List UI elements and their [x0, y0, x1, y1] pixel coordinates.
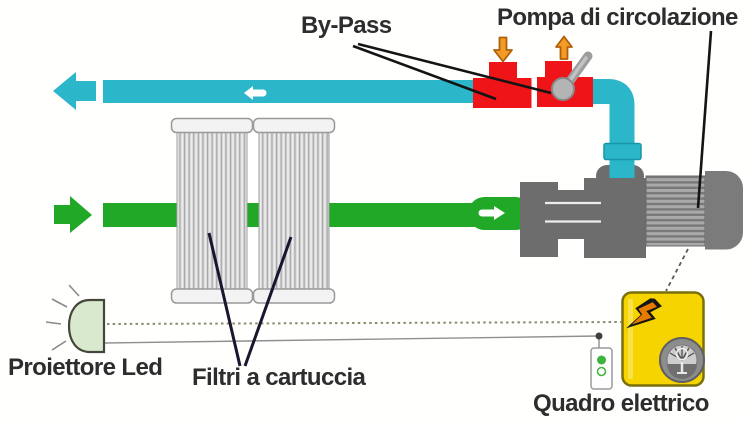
led-projector	[45, 284, 106, 354]
panel-edge-highlight	[628, 299, 633, 379]
pipe-marker-left-icon	[244, 86, 267, 100]
bypass-valve-2	[537, 51, 593, 107]
pump-motor-endcap	[705, 171, 743, 250]
wire-junction-dot	[595, 332, 603, 340]
gauge-icon	[659, 337, 705, 383]
switch-led-off	[596, 366, 607, 377]
connection-lines	[103, 248, 689, 348]
panel-label: Quadro elettrico	[533, 390, 709, 417]
led-panel-dotted-line	[106, 321, 622, 325]
filter-1-body	[176, 125, 248, 298]
filter-1-top-cap	[170, 117, 254, 134]
filters-label: Filtri a cartuccia	[192, 364, 367, 391]
filter-1-bottom-cap	[170, 288, 254, 304]
leader-lines	[207, 30, 713, 367]
light-rays-icon	[45, 284, 80, 351]
pipe-marker-right-icon	[478, 206, 505, 220]
cartridge-filter-2	[252, 117, 336, 304]
lightning-icon	[626, 298, 662, 329]
projector-dome	[67, 298, 106, 354]
flow-right-arrow-icon	[54, 196, 92, 233]
circulation-pump	[520, 171, 743, 258]
led-switch-line	[103, 335, 600, 344]
electrical-panel	[621, 291, 705, 387]
switch-led-on	[597, 355, 606, 365]
power-switch	[590, 347, 613, 390]
pump-union-mid	[558, 190, 584, 239]
pump-union-flange	[520, 182, 558, 257]
valve-flange-gap	[531, 76, 537, 110]
flow-left-arrow-icon	[53, 72, 96, 110]
valve-outlet-up-arrow-icon	[555, 35, 573, 60]
bypass-leader-1	[352, 44, 497, 101]
pump-panel-dashed-line	[665, 248, 689, 292]
pump-housing	[584, 178, 646, 258]
pipe-coupling-band	[603, 142, 642, 161]
pump-motor-fins	[645, 175, 706, 247]
filter-2-bottom-cap	[252, 288, 336, 304]
elbow-pipe	[590, 79, 642, 180]
filter-2-top-cap	[252, 117, 336, 134]
pump-leader	[696, 30, 713, 209]
bypass-leader-2	[357, 42, 552, 95]
projector-label: Proiettore Led	[8, 354, 162, 381]
valve-1-bonnet	[489, 62, 517, 82]
valve-inlet-down-arrow-icon	[493, 36, 513, 63]
filter-2-body	[258, 125, 330, 298]
pump-label: Pompa di circolazione	[497, 4, 738, 31]
valve-2-bonnet	[545, 61, 572, 81]
filter-leader-2	[243, 236, 293, 367]
valve-lever-icon	[551, 51, 593, 101]
bypass-label: By-Pass	[301, 12, 392, 39]
cartridge-filter-1	[170, 117, 254, 304]
filter-leader-1	[207, 232, 242, 367]
